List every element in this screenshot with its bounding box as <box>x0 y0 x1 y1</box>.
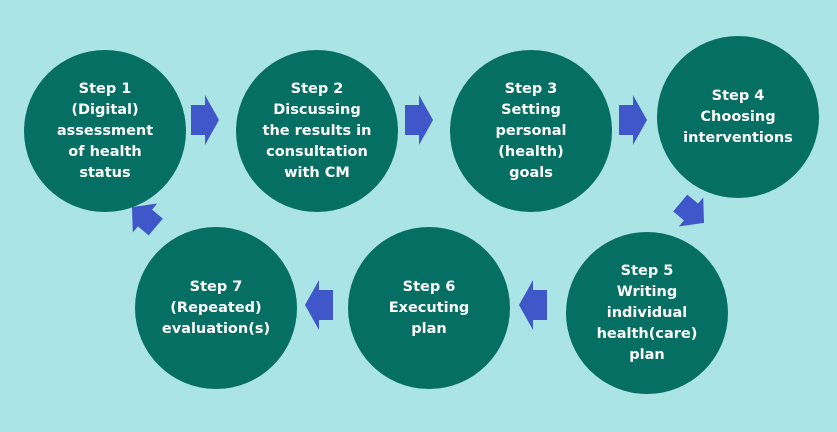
step-7-circle: Step 7 (Repeated) evaluation(s) <box>135 227 297 389</box>
step-2-label: Step 2 Discussing the results in consult… <box>262 80 372 181</box>
arrow-step5-to-step6 <box>519 280 547 330</box>
arrow-step3-to-step4 <box>619 95 647 145</box>
arrow-step7-to-step1 <box>131 203 163 236</box>
step-2-circle: Step 2 Discussing the results in consult… <box>236 50 398 212</box>
arrow-step6-to-step7 <box>305 280 333 330</box>
step-3-circle: Step 3 Setting personal (health) goals <box>450 50 612 212</box>
step-7-label: Step 7 (Repeated) evaluation(s) <box>161 278 271 337</box>
step-5-circle: Step 5 Writing individual health(care) p… <box>566 232 728 394</box>
step-6-label: Step 6 Executing plan <box>388 278 470 337</box>
step-6-circle: Step 6 Executing plan <box>348 227 510 389</box>
step-5-label: Step 5 Writing individual health(care) p… <box>596 262 698 363</box>
arrow-step1-to-step2 <box>191 95 219 145</box>
step-4-label: Step 4 Choosing interventions <box>683 87 793 146</box>
step-1-circle: Step 1 (Digital) assessment of health st… <box>24 50 186 212</box>
arrow-step2-to-step3 <box>405 95 433 145</box>
step-4-circle: Step 4 Choosing interventions <box>657 36 819 198</box>
step-3-label: Step 3 Setting personal (health) goals <box>495 80 567 181</box>
step-1-label: Step 1 (Digital) assessment of health st… <box>56 80 154 181</box>
arrow-step4-to-step5 <box>673 194 705 227</box>
